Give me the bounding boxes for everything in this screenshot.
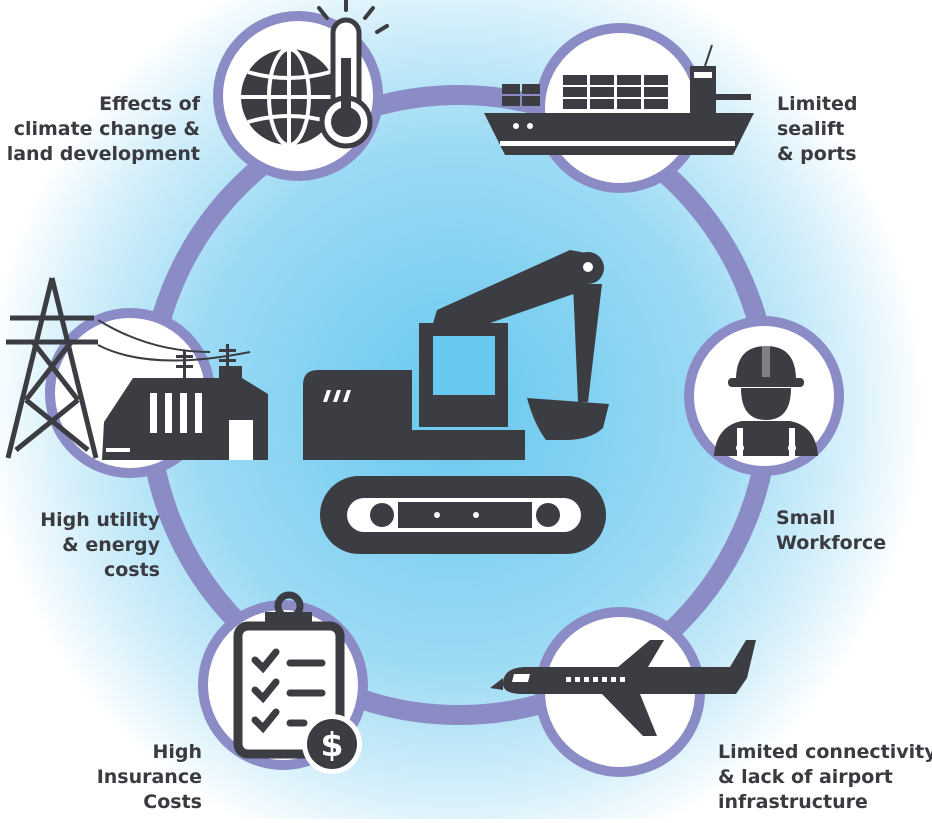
label-sealift: Limited sealift & ports bbox=[777, 93, 858, 165]
label-insurance: High Insurance Costs bbox=[96, 741, 202, 813]
power-plant-icon bbox=[5, 277, 268, 460]
excavator-icon bbox=[303, 250, 609, 554]
clipboard-dollar-icon: $ bbox=[233, 591, 362, 774]
label-workforce: Small Workforce bbox=[776, 507, 887, 554]
construction-worker-icon bbox=[714, 343, 818, 456]
airplane-icon bbox=[490, 640, 756, 736]
cargo-ship-icon bbox=[484, 44, 754, 155]
svg-text:$: $ bbox=[321, 725, 344, 764]
label-airport: Limited connectivity & lack of airport i… bbox=[718, 741, 932, 813]
label-utility: High utility & energy costs bbox=[40, 509, 160, 581]
label-climate: Effects of climate change & land develop… bbox=[6, 93, 200, 165]
globe-thermometer-icon bbox=[241, 0, 389, 149]
